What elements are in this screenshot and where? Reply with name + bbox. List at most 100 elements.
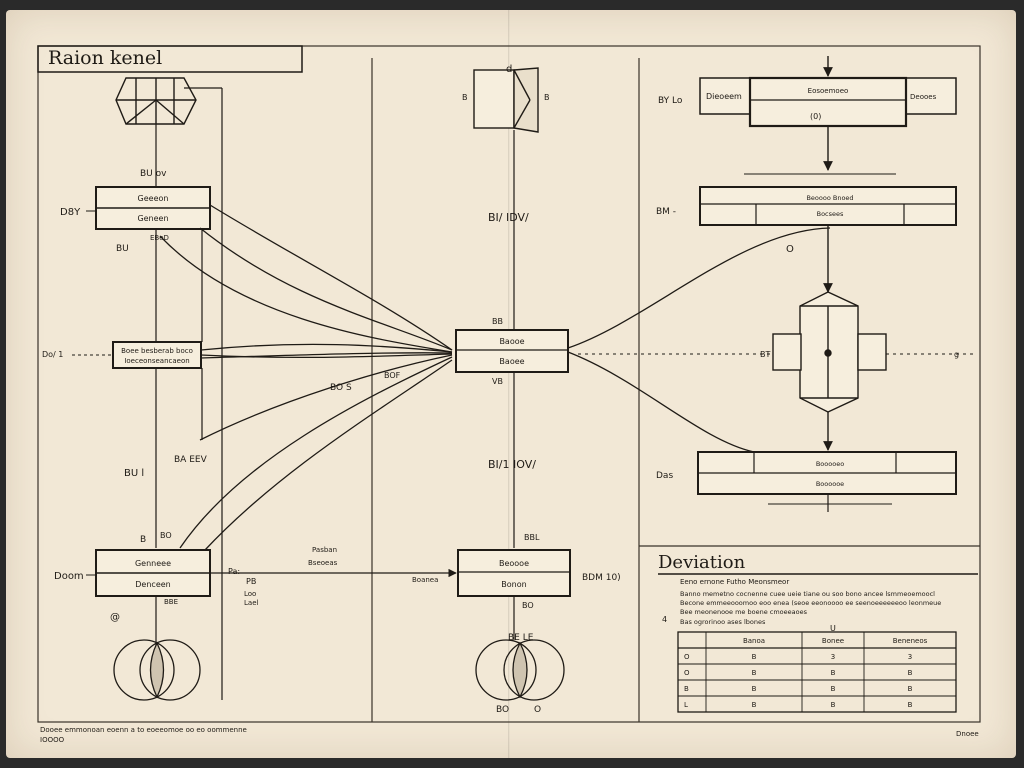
deviation-heading: Deviation (658, 552, 746, 573)
center-below-label: VB (492, 377, 503, 386)
table-header-mark: U (830, 624, 836, 633)
right-curve-mark: O (786, 244, 794, 255)
deviation-table: Banoa Bonee Beneneos U O B 3 3 O B B B B… (677, 624, 957, 713)
right-side-top-label: BY Lo (658, 96, 683, 106)
deviation-paragraph-line2: Becone emmeeooomoo eoo enea (seoe eeonoo… (680, 599, 941, 607)
right-side-bottom-label: Das (656, 471, 673, 481)
center-top-side-b: B (544, 93, 550, 102)
deviation-section: Deviation Eeno ernone Futho Meonsmeor Ba… (658, 552, 978, 713)
right-box-bottom: Booooeo Boooooe (697, 451, 957, 495)
deviation-paragraph-line3: Bee meonenooe me boene cmoeeaoes (680, 608, 808, 616)
table-cell: 3 (831, 653, 835, 661)
right-box-two-sub: Bocsees (817, 210, 844, 218)
table-cell: B (908, 685, 913, 693)
left-venn-icon (113, 639, 201, 701)
label-box-top-side: D8Y (60, 207, 81, 218)
label-box-bottom-side: Doom (54, 571, 84, 582)
right-flow-curves (567, 227, 831, 453)
label-bottom-above-b: BO (160, 531, 172, 540)
deviation-small-label: Bas ogrorinoo ases lbones (680, 618, 766, 626)
label-bottom-above-a: B (140, 535, 146, 545)
table-cell: B (752, 701, 757, 709)
center-lower-stem-label: BI/1 IOV/ (488, 458, 536, 471)
right-box-two-label: Beoooo Bnoed (806, 194, 853, 202)
label-mid-arrows: BO S (330, 383, 352, 393)
left-box-bottom-line2: Denceen (135, 580, 170, 589)
table-header-3: Beneneos (893, 637, 928, 645)
center-box-line2: Baoee (499, 357, 524, 366)
right-box-two: Beoooo Bnoed Bocsees (699, 186, 957, 226)
table-cell: L (684, 701, 688, 709)
right-box-top: Eosoemoeo Dieoeem Deooes (0) (699, 76, 957, 128)
table-cell: 3 (908, 653, 912, 661)
label-arrow-sub: Bseoeas (308, 559, 338, 567)
left-box-bottom: Genneee Denceen (95, 549, 211, 597)
right-box-top-right-label: Deooes (910, 93, 937, 101)
label-near-arrows: BA EEV (174, 455, 208, 465)
center-venn-icon (475, 639, 565, 701)
center-above-label: BB (492, 317, 503, 326)
left-venn-mark: @ (110, 612, 120, 623)
footer: Dooee emmonoan eoenn a to eoeeomoe oo eo… (40, 726, 979, 744)
left-panel: BU ov Geeeon Geneen D8Y BU EBeD Boee bes… (42, 77, 457, 701)
center-above-bottom-label: BBL (524, 533, 540, 542)
left-box-top-line2: Geneen (137, 214, 168, 223)
label-mid-arrows-b: BOF (384, 371, 401, 380)
label-mid-left: BU l (124, 468, 144, 479)
table-cell: B (684, 685, 689, 693)
prism-component-icon (473, 67, 539, 133)
center-bottom-box: Beoooe Bonon (457, 549, 571, 597)
label-above-box-top: BU ov (140, 169, 167, 179)
center-venn-bottom-b: O (534, 705, 541, 715)
left-box-bottom-line1: Genneee (135, 559, 171, 568)
label-bottom-right-a: Loo (244, 590, 256, 598)
table-cell: O (684, 669, 690, 677)
table-cell: B (752, 685, 757, 693)
left-box-mid: Boee besberab boco Ioeceonseancaeon (112, 341, 202, 369)
footer-right: Dnoee (956, 730, 979, 738)
hex-component-icon (115, 77, 197, 125)
right-panel: Eosoemoeo Dieoeem Deooes (0) BY Lo Beooo… (656, 56, 959, 512)
left-box-top-line1: Geeeon (138, 194, 169, 203)
center-venn-top-label: BE LE (508, 633, 534, 643)
right-side-two-label: BM - (656, 207, 676, 217)
right-dash-mark: BT (760, 350, 770, 359)
center-right-of-bottom-label: BDM 10) (582, 573, 621, 583)
label-arrow: Pasban (312, 546, 337, 554)
footer-left-sub: IOOOO (40, 736, 65, 744)
label-bottom-right-c: BBE (164, 598, 178, 606)
label-below-box-top-a: BU (116, 244, 129, 254)
center-bottom-box-line2: Bonon (501, 580, 526, 589)
right-box-bottom-line2: Boooooe (816, 480, 844, 488)
deviation-subtitle: Eeno ernone Futho Meonsmeor (680, 578, 789, 586)
right-box-top-left-label: Dieoeem (706, 92, 742, 101)
center-top-side-a: B (462, 93, 468, 102)
table-header-1: Banoa (743, 637, 765, 645)
table-cell: B (831, 685, 836, 693)
left-box-mid-line2: Ioeceonseancaeon (124, 357, 189, 365)
book-gutter (508, 10, 510, 758)
center-below-bottom-label: BO (522, 601, 534, 610)
label-below-box-top-b: EBeD (150, 234, 169, 242)
table-cell: B (908, 669, 913, 677)
left-flow-curves (159, 204, 453, 551)
right-box-top-under-label: (0) (810, 112, 821, 121)
table-cell: B (752, 669, 757, 677)
label-bottom-right-b: Lael (244, 599, 258, 607)
center-panel: d B B BI/ IDV/ BB Baooe Baoee VB BI/1 IO… (412, 64, 975, 715)
deviation-note-marker: 4 (662, 615, 667, 624)
deviation-paragraph-line1: Banno memetno cocnenne cuee ueie tiane o… (680, 590, 935, 598)
diagram-frame (37, 45, 981, 723)
table-cell: B (752, 653, 757, 661)
footer-left-line: Dooee emmonoan eoenn a to eoeeomoe oo eo… (40, 726, 247, 734)
label-right-b: PB (246, 577, 256, 586)
center-top-mark: d (506, 64, 512, 75)
table-cell: B (831, 701, 836, 709)
label-right-a: Pa: (228, 567, 240, 576)
diagram-title: Raion kenel (48, 47, 162, 69)
left-box-top: Geeeon Geneen (95, 186, 211, 230)
table-cell: O (684, 653, 690, 661)
label-box-mid-side: Do/ 1 (42, 350, 63, 359)
table-header-2: Bonee (822, 637, 844, 645)
